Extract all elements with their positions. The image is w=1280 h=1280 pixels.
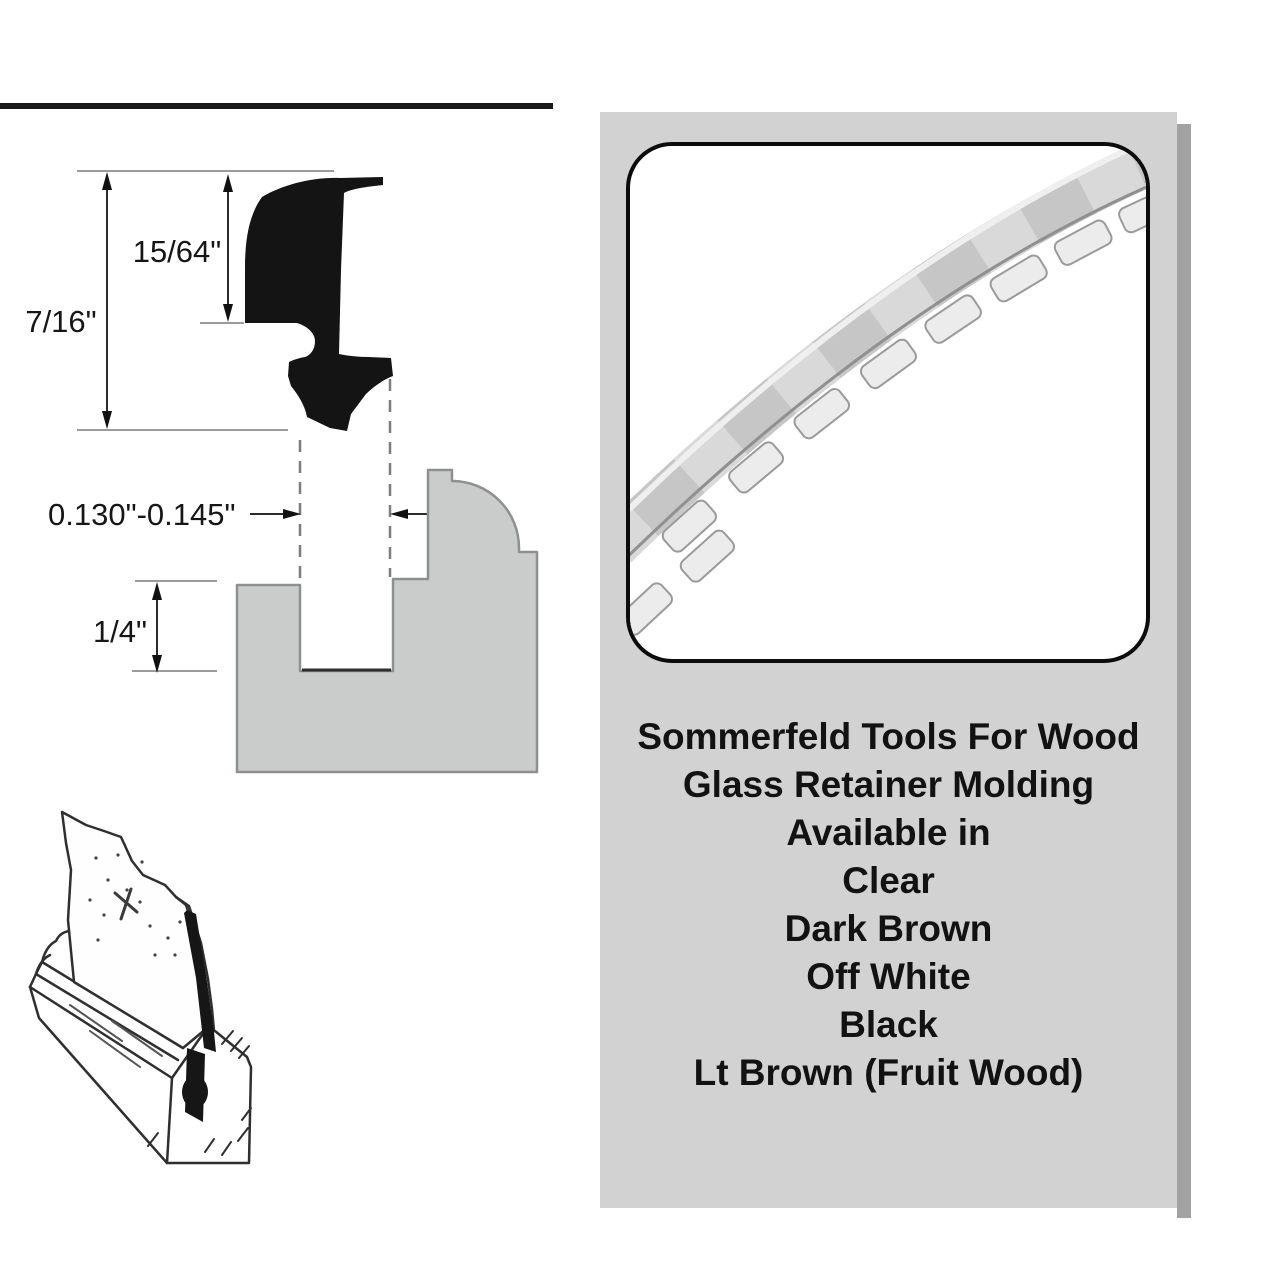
strip-top-highlight — [630, 146, 1143, 513]
dim-label-slot-width: 0.130"-0.145" — [48, 497, 235, 532]
color-option-black: Black — [839, 1004, 938, 1045]
molding-strip-photo-illustration — [630, 146, 1146, 636]
retainer-strip-sketch — [182, 910, 216, 1122]
available-in-line: Available in — [786, 812, 991, 853]
color-option-lt-brown: Lt Brown (Fruit Wood) — [693, 1052, 1084, 1093]
strip-barbs — [630, 188, 1146, 636]
dimension-arrows — [102, 172, 432, 673]
dim-label-slot-depth: 1/4" — [93, 614, 147, 649]
extension-lines — [77, 170, 334, 672]
molding-profile-shape — [245, 177, 393, 431]
color-option-clear: Clear — [842, 860, 935, 901]
strip-bottom-edge — [630, 185, 1146, 557]
product-name-line: Glass Retainer Molding — [682, 764, 1095, 805]
installation-sketch — [28, 810, 253, 1165]
brand-line: Sommerfeld Tools For Wood — [637, 716, 1140, 757]
product-photo — [626, 142, 1150, 663]
product-text-block: Sommerfeld Tools For Wood Glass Retainer… — [600, 713, 1177, 1097]
top-rule-bar — [0, 103, 553, 109]
dim-label-overall-height: 7/16" — [25, 304, 96, 339]
dashed-projection-lines — [298, 379, 392, 581]
molding-technical-drawing: 7/16" 15/64" 0.130"-0.145" 1/4" — [0, 103, 553, 1165]
frame-cross-section — [235, 468, 539, 774]
dim-label-lip-height: 15/64" — [133, 234, 222, 269]
panel-drop-shadow — [1177, 124, 1191, 1218]
color-option-dark-brown: Dark Brown — [784, 908, 993, 949]
strip-band-light-segments — [630, 146, 1146, 563]
color-option-off-white: Off White — [806, 956, 971, 997]
